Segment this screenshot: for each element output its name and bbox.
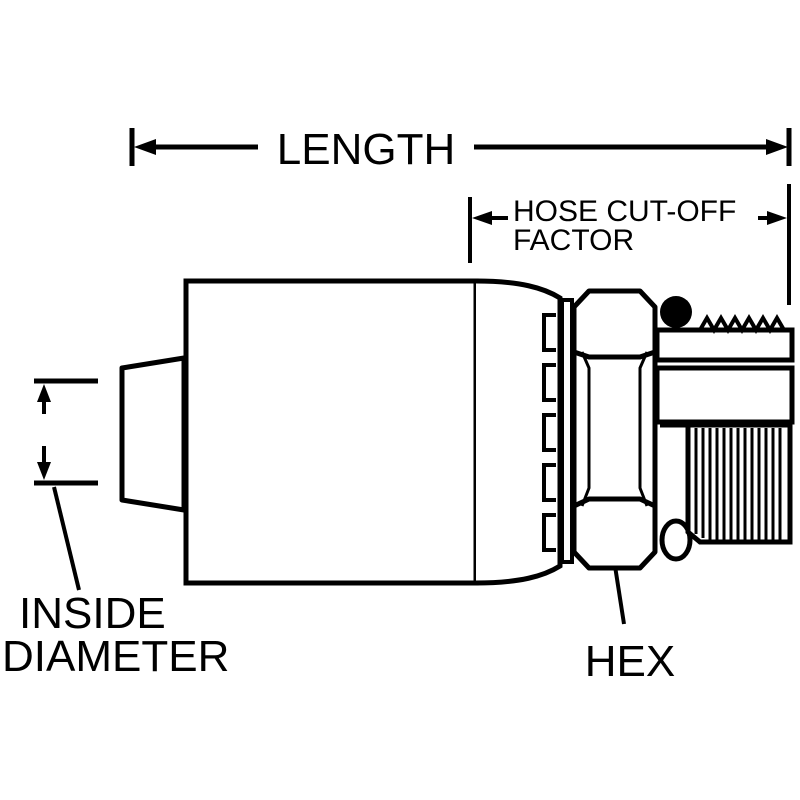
o-ring-section xyxy=(659,518,693,562)
hex-lower-edge xyxy=(572,496,657,509)
ferrule-body xyxy=(183,278,479,586)
id-up-arrow-icon xyxy=(37,384,51,402)
crimp-slot-4 xyxy=(542,463,556,502)
length-right-arrow-icon xyxy=(766,139,788,155)
id-down-arrow-icon xyxy=(37,462,51,480)
hex-leader-line xyxy=(613,565,626,625)
hex-left-face xyxy=(580,351,591,507)
cutoff-right-arrow-icon xyxy=(767,211,787,225)
o-ring xyxy=(660,296,692,328)
crimp-slots xyxy=(542,313,556,552)
hex-label: HEX xyxy=(585,637,675,686)
inside-diameter-label-line2: DIAMETER xyxy=(2,632,229,681)
hex-right-face xyxy=(638,351,649,507)
hose-cutoff-label-line1: HOSE CUT-OFF xyxy=(513,195,736,228)
length-label: LENGTH xyxy=(277,125,455,174)
thread-bore xyxy=(654,365,795,425)
hose-insert xyxy=(119,355,187,513)
inside-diameter-dimension xyxy=(34,378,98,486)
hose-cutoff-label-line2: FACTOR xyxy=(513,224,634,257)
length-dimension xyxy=(129,128,792,166)
crimp-slot-2 xyxy=(542,363,556,402)
collar-ring xyxy=(560,298,574,564)
hex-outline xyxy=(571,288,658,571)
crimp-slot-1 xyxy=(542,313,556,352)
inside-diameter-label-line1: INSIDE xyxy=(19,589,166,638)
thread-hatching xyxy=(694,428,782,540)
crimp-slot-5 xyxy=(542,513,556,552)
crimp-slot-3 xyxy=(542,413,556,452)
cutoff-left-arrow-icon xyxy=(472,211,492,225)
length-left-arrow-icon xyxy=(134,139,156,155)
inside-diameter-leader-line xyxy=(52,486,81,591)
ferrule-taper xyxy=(475,278,563,586)
thread-upper-band xyxy=(654,327,795,363)
thread-profile xyxy=(698,314,786,334)
ferrule-shell xyxy=(183,278,563,586)
hex-nut xyxy=(571,288,658,571)
